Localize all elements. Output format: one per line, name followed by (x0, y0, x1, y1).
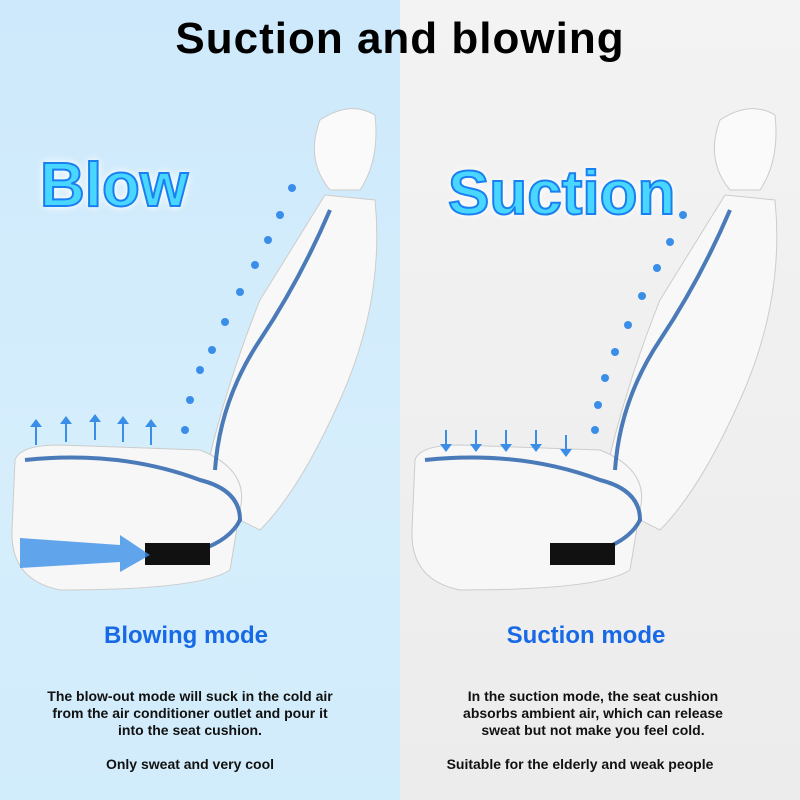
desc-line: In the suction mode, the seat cushion (467, 688, 719, 704)
blow-label: Blow (39, 150, 189, 221)
seat-suction-illustration (411, 108, 778, 591)
desc-line: sweat but not make you feel cold. (481, 722, 705, 738)
suction-note: Suitable for the elderly and weak people (446, 756, 714, 772)
desc-line: into the seat cushion. (118, 722, 262, 738)
suction-label: Suction (447, 158, 676, 229)
desc-line: from the air conditioner outlet and pour… (52, 705, 328, 721)
blowing-note: Only sweat and very cool (105, 756, 275, 772)
blowing-mode-heading: Blowing mode (104, 622, 268, 649)
fan-unit (550, 543, 615, 565)
seat-blow-illustration (11, 108, 378, 591)
blowing-description: The blow-out mode will suck in the cold … (0, 688, 390, 739)
suction-mode-heading: Suction mode (506, 622, 666, 649)
page-title: Suction and blowing (175, 14, 625, 63)
fan-unit (145, 543, 210, 565)
blow-arrows-icon (30, 184, 296, 445)
desc-line: absorbs ambient air, which can release (463, 705, 723, 721)
suction-arrows-icon (440, 211, 687, 457)
airflow-arrow-icon (20, 535, 150, 572)
suction-description: In the suction mode, the seat cushion ab… (393, 688, 793, 739)
desc-line: The blow-out mode will suck in the cold … (47, 688, 333, 704)
